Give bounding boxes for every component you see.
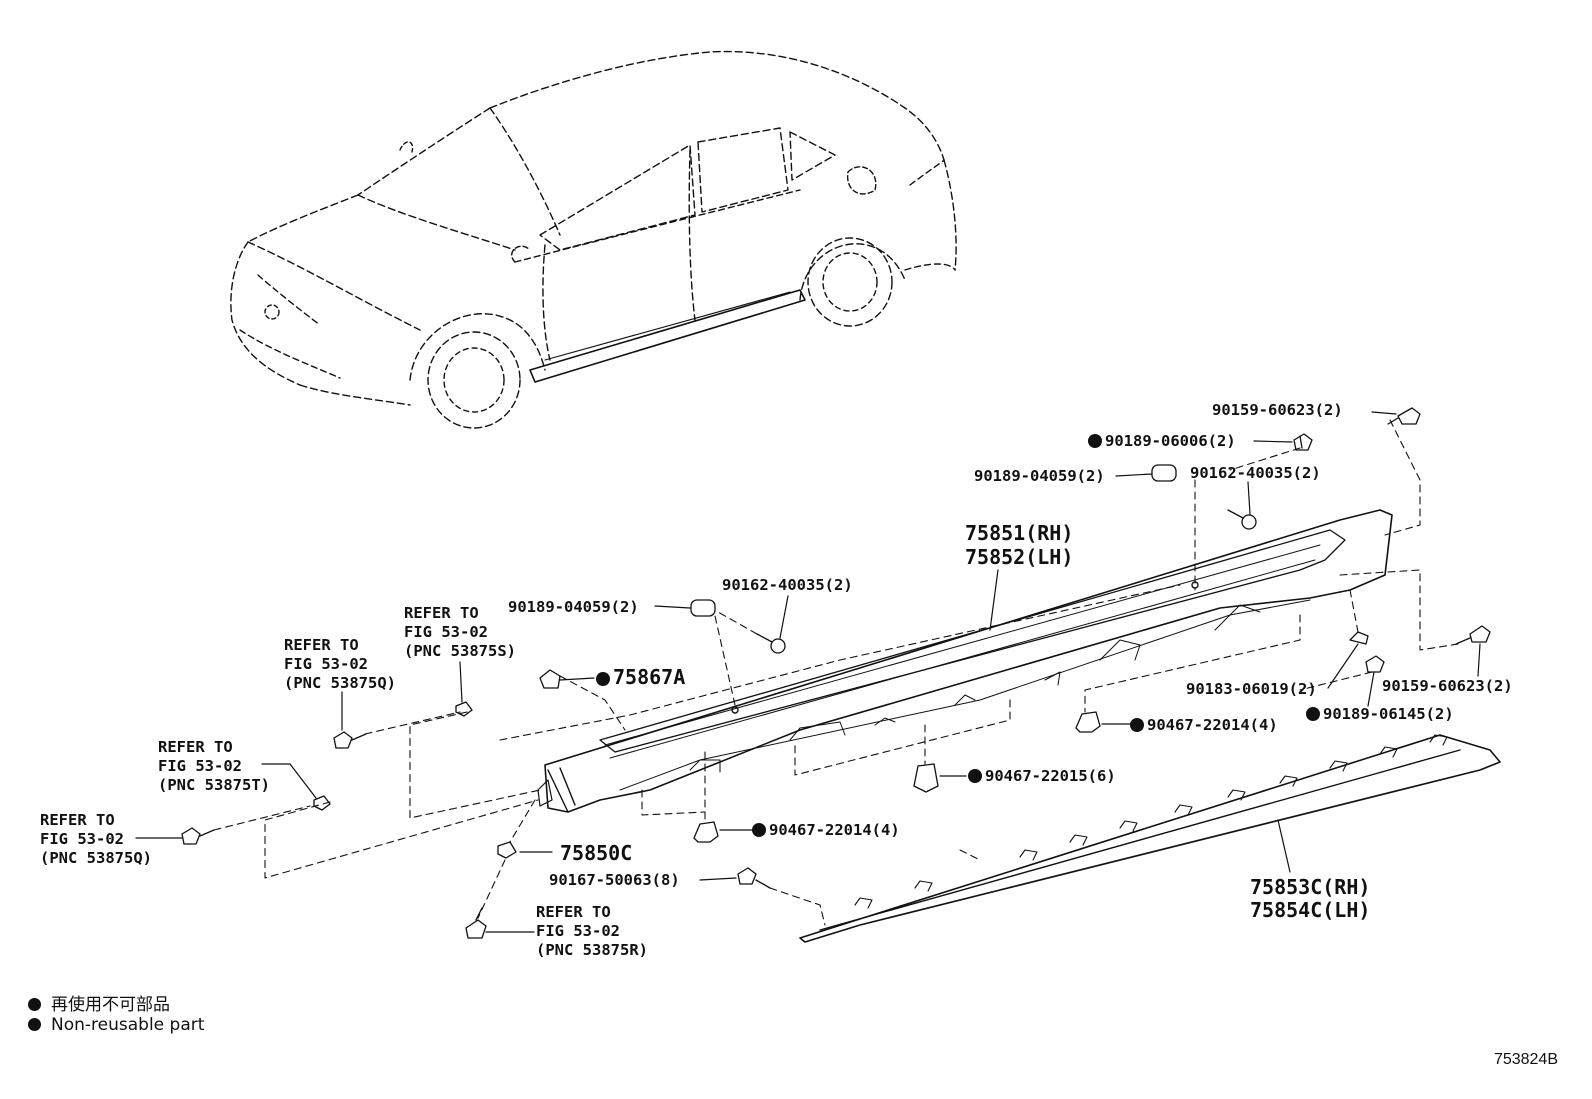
part-label-75853C: 75853C(RH) (1250, 875, 1371, 899)
bolt-icon (182, 828, 214, 844)
fasteners (182, 408, 1490, 938)
leader-lines (136, 412, 1480, 932)
pnc-ref: (PNC 53875Q) (284, 674, 396, 692)
rocker-panel-75851 (538, 510, 1392, 812)
pnc-ref: (PNC 53875S) (404, 642, 516, 660)
pnc-ref: (PNC 53875T) (158, 776, 270, 794)
bolt-icon (334, 732, 366, 748)
non-reusable-dot-icon (968, 769, 982, 783)
clip-icon (1366, 656, 1384, 672)
clip-icon (1152, 465, 1176, 481)
refer-to-53875T: REFER TO FIG 53-02 (PNC 53875T) (158, 738, 270, 795)
fig-ref: FIG 53-02 (284, 655, 368, 673)
part-number: 90189-06006(2) (1105, 432, 1236, 450)
bolt-icon (466, 908, 486, 938)
part-label-90467-22014-left: 90467-22014(4) (752, 821, 900, 839)
part-label-90189-06145: 90189-06145(2) (1306, 705, 1454, 723)
clip-icon (456, 702, 472, 716)
refer-to-53875Q-upper: REFER TO FIG 53-02 (PNC 53875Q) (284, 636, 396, 693)
bolt-icon (1456, 626, 1490, 644)
fig-ref: FIG 53-02 (158, 757, 242, 775)
clip-icon (540, 670, 560, 688)
clip-icon (691, 600, 715, 616)
non-reusable-dot-icon (28, 1018, 41, 1031)
part-label-75854C: 75854C(LH) (1250, 898, 1371, 922)
part-label-90159-right: 90159-60623(2) (1382, 677, 1513, 695)
legend-en: Non-reusable part (28, 1015, 204, 1035)
legend-text: 再使用不可部品 (51, 995, 170, 1015)
non-reusable-dot-icon (752, 823, 766, 837)
legend-text: Non-reusable part (51, 1015, 205, 1035)
bolt-icon (1388, 408, 1420, 424)
nut-icon (694, 822, 718, 842)
part-number: 90467-22015(6) (985, 767, 1116, 785)
part-number: 90467-22014(4) (769, 821, 900, 839)
clip-icon (498, 842, 516, 858)
part-label-90189-04059-top: 90189-04059(2) (974, 467, 1105, 485)
refer-to-53875R: REFER TO FIG 53-02 (PNC 53875R) (536, 903, 648, 960)
fig-ref: FIG 53-02 (404, 623, 488, 641)
refer-line: REFER TO (40, 811, 115, 829)
fig-ref: FIG 53-02 (536, 922, 620, 940)
part-label-90183: 90183-06019(2) (1186, 680, 1317, 698)
molding-75853C (800, 735, 1500, 942)
refer-line: REFER TO (284, 636, 359, 654)
pnc-ref: (PNC 53875Q) (40, 849, 152, 867)
part-label-90162-mid: 90162-40035(2) (722, 576, 853, 594)
nut-icon (1076, 712, 1100, 732)
fig-ref: FIG 53-02 (40, 830, 124, 848)
refer-to-53875Q-lower: REFER TO FIG 53-02 (PNC 53875Q) (40, 811, 152, 868)
non-reusable-dot-icon (596, 672, 610, 686)
part-label-90162-top: 90162-40035(2) (1190, 464, 1321, 482)
part-label-90467-22015: 90467-22015(6) (968, 767, 1116, 785)
screw-icon (757, 634, 785, 653)
part-number: 90189-06145(2) (1323, 705, 1454, 723)
non-reusable-dot-icon (1306, 707, 1320, 721)
refer-line: REFER TO (536, 903, 611, 921)
part-label-75867A: 75867A (596, 666, 685, 689)
part-number: 75867A (613, 665, 686, 689)
part-label-90189-06006: 90189-06006(2) (1088, 432, 1236, 450)
screw-icon (738, 868, 770, 888)
part-label-90189-04059-mid: 90189-04059(2) (508, 598, 639, 616)
non-reusable-dot-icon (28, 998, 41, 1011)
car-illustration (231, 52, 956, 428)
legend-jp: 再使用不可部品 (28, 990, 170, 1015)
part-label-90167: 90167-50063(8) (549, 871, 680, 889)
refer-line: REFER TO (158, 738, 233, 756)
non-reusable-dot-icon (1088, 434, 1102, 448)
refer-line: REFER TO (404, 604, 479, 622)
nut-icon (914, 764, 938, 792)
refer-to-53875S: REFER TO FIG 53-02 (PNC 53875S) (404, 604, 516, 661)
part-label-90159-top: 90159-60623(2) (1212, 401, 1343, 419)
part-number: 90467-22014(4) (1147, 716, 1278, 734)
part-label-75850C: 75850C (560, 841, 633, 865)
non-reusable-dot-icon (1130, 718, 1144, 732)
assembly-lines (214, 420, 1458, 925)
part-label-90467-22014-right: 90467-22014(4) (1130, 716, 1278, 734)
nut-icon (1350, 632, 1368, 644)
clip-icon (314, 796, 330, 810)
part-label-75851: 75851(RH) (965, 521, 1074, 545)
screw-icon (1228, 510, 1256, 529)
part-label-75852: 75852(LH) (965, 545, 1074, 569)
clip-icon (1294, 434, 1312, 450)
pnc-ref: (PNC 53875R) (536, 941, 648, 959)
figure-id: 753824B (1493, 1051, 1558, 1068)
